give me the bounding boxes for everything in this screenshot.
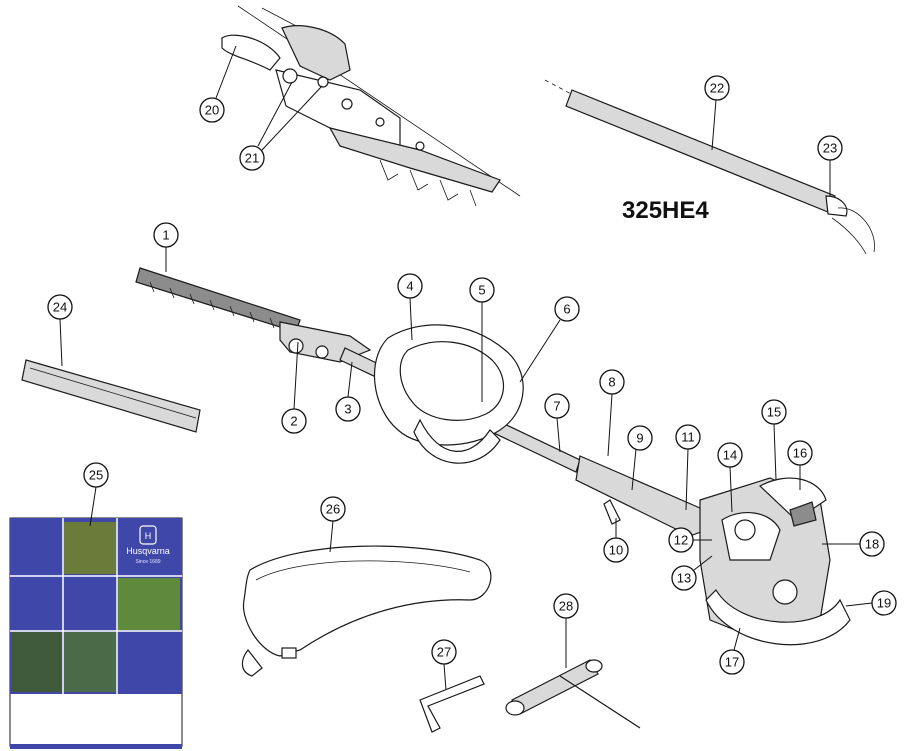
callout-21: 21 (239, 145, 265, 171)
operators-manual: H Husqvarna Since 1689 (9, 517, 183, 749)
callout-1: 1 (153, 222, 179, 248)
svg-text:22: 22 (710, 81, 724, 96)
callout-9: 9 (627, 425, 653, 451)
svg-text:26: 26 (326, 502, 340, 517)
svg-text:2: 2 (290, 414, 297, 429)
manual-brand: Husqvarna (126, 546, 170, 556)
callout-20: 20 (199, 97, 225, 123)
svg-text:10: 10 (609, 543, 623, 558)
callout-3: 3 (335, 396, 361, 422)
svg-text:11: 11 (681, 430, 695, 445)
svg-text:3: 3 (344, 402, 351, 417)
svg-text:18: 18 (865, 537, 879, 552)
svg-text:8: 8 (608, 375, 615, 390)
svg-text:15: 15 (767, 405, 781, 420)
callout-15: 15 (761, 399, 787, 425)
svg-text:9: 9 (636, 431, 643, 446)
callout-18: 18 (859, 531, 885, 557)
callout-8: 8 (599, 369, 625, 395)
callout-25: 25 (83, 462, 109, 488)
callout-28: 28 (553, 593, 579, 619)
callout-10: 10 (603, 537, 629, 563)
svg-text:21: 21 (245, 151, 259, 166)
callout-17: 17 (719, 649, 745, 675)
svg-text:24: 24 (53, 300, 67, 315)
callout-26: 26 (320, 496, 346, 522)
callout-16: 16 (787, 440, 813, 466)
model-label: 325HE4 (622, 197, 709, 224)
svg-text:5: 5 (478, 283, 485, 298)
callout-24: 24 (47, 294, 73, 320)
svg-text:6: 6 (563, 302, 570, 317)
combination-spanner (505, 659, 641, 729)
svg-text:16: 16 (793, 446, 807, 461)
svg-text:4: 4 (406, 279, 413, 294)
callout-23: 23 (817, 135, 843, 161)
husqvarna-logo: H (139, 525, 157, 545)
svg-text:17: 17 (725, 655, 739, 670)
callout-6: 6 (554, 296, 580, 322)
callout-13: 13 (671, 565, 697, 591)
extension-shaft (544, 79, 875, 255)
callout-5: 5 (469, 277, 495, 303)
svg-text:1: 1 (162, 228, 169, 243)
svg-text:12: 12 (674, 533, 688, 548)
svg-text:7: 7 (553, 399, 560, 414)
manual-tagline: Since 1689 (135, 559, 160, 565)
svg-text:H: H (145, 531, 152, 541)
callout-2: 2 (281, 408, 307, 434)
callout-7: 7 (544, 393, 570, 419)
callout-11: 11 (675, 424, 701, 450)
callout-19: 19 (871, 590, 897, 616)
blade-guard (21, 359, 201, 433)
svg-text:13: 13 (677, 571, 691, 586)
svg-text:27: 27 (437, 645, 451, 660)
harness-strap (241, 545, 492, 677)
callout-14: 14 (717, 442, 743, 468)
svg-text:20: 20 (205, 103, 219, 118)
svg-text:25: 25 (89, 468, 103, 483)
svg-text:23: 23 (823, 141, 837, 156)
callout-27: 27 (431, 639, 457, 665)
callout-4: 4 (397, 273, 423, 299)
hedge-head-detail (221, 5, 521, 207)
hex-key (419, 675, 485, 733)
callout-12: 12 (668, 527, 694, 553)
svg-text:28: 28 (559, 599, 573, 614)
svg-text:19: 19 (877, 596, 891, 611)
hedge-trimmer (135, 267, 851, 646)
callout-22: 22 (704, 75, 730, 101)
svg-text:14: 14 (723, 448, 737, 463)
